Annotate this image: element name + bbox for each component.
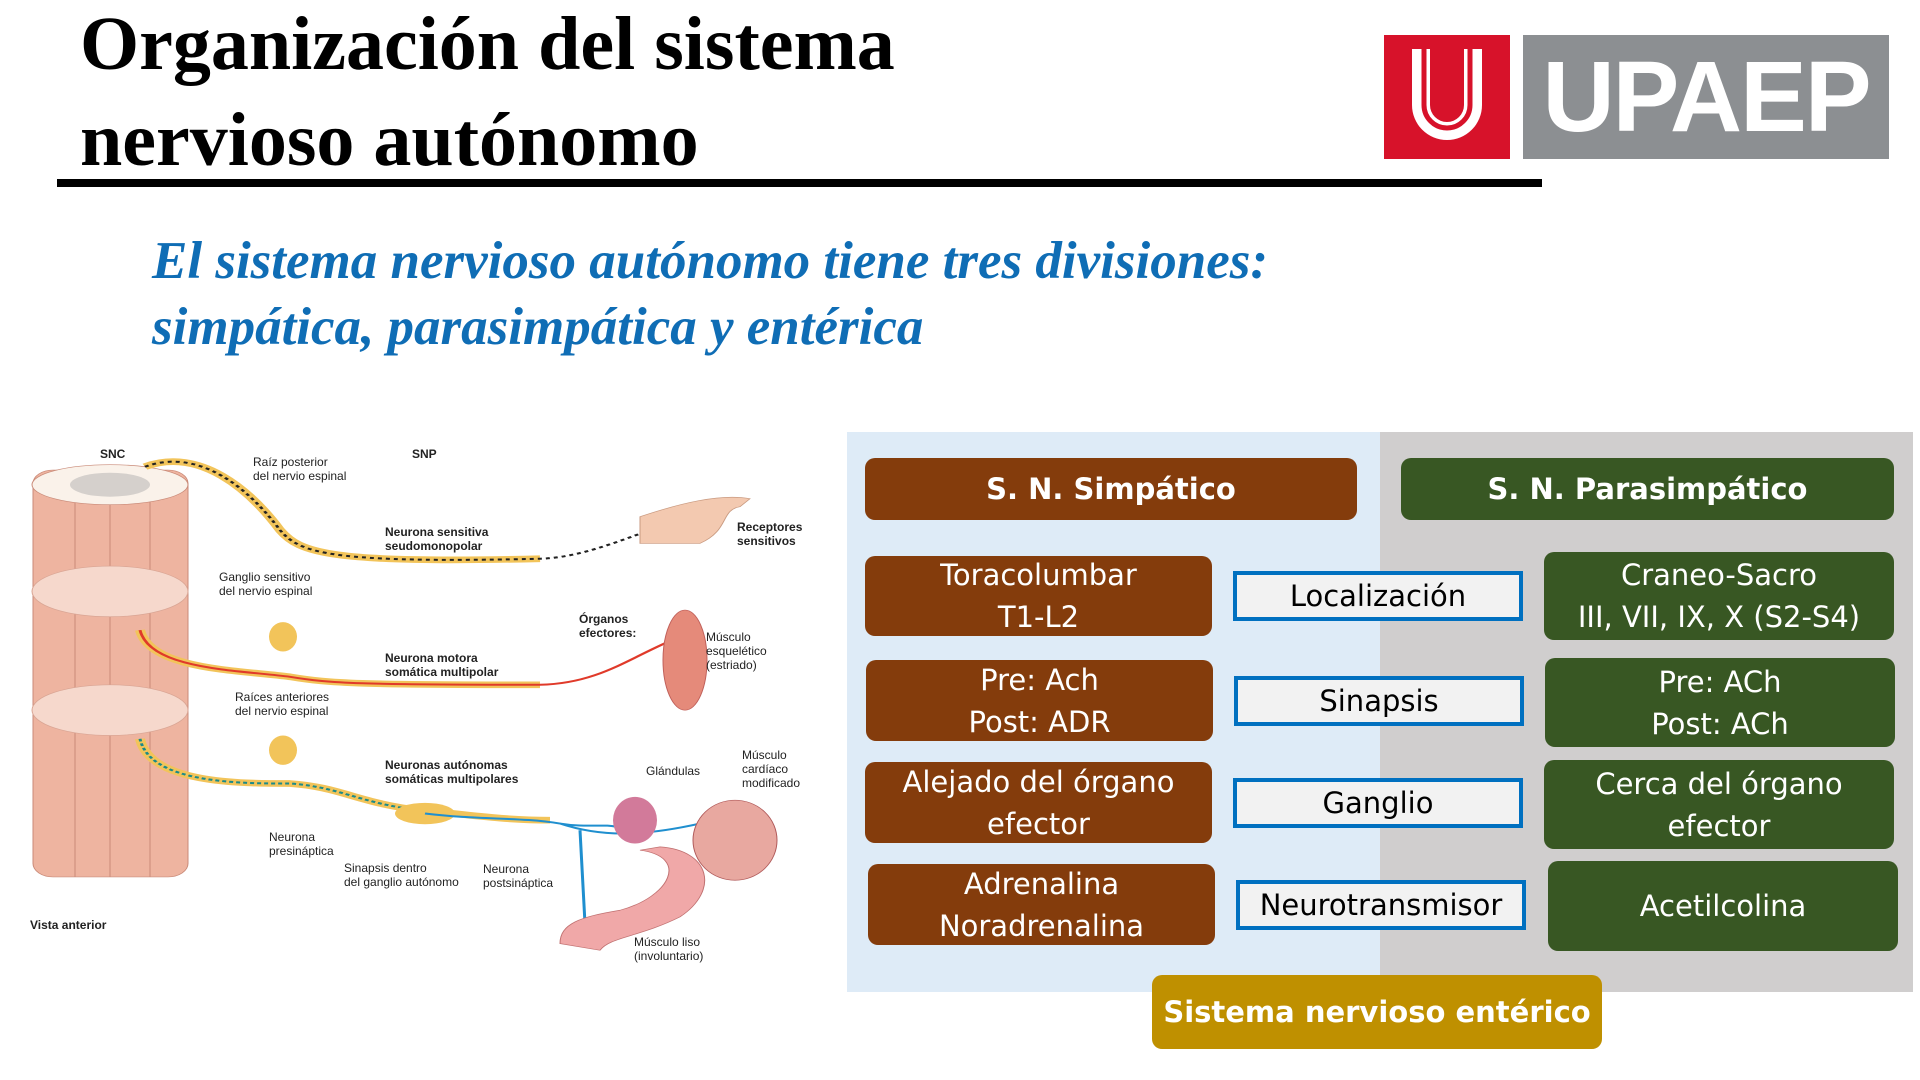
label-sinapsis-1: Sinapsis dentro	[344, 861, 427, 875]
label-neurona-motora-2: somática multipolar	[385, 665, 499, 679]
intestine-image	[559, 846, 706, 951]
label-neurona-motora-1: Neurona motora	[385, 651, 478, 665]
label-musculo-liso-2: (involuntario)	[634, 949, 703, 963]
spinal-cord-image	[31, 464, 189, 878]
slide-title: Organización del sistema nervioso autóno…	[80, 0, 895, 188]
simpatico-localizacion: Toracolumbar T1-L2	[865, 556, 1212, 636]
label-raiz-posterior-2: del nervio espinal	[253, 469, 346, 483]
label-postsinaptica-2: postsináptica	[483, 876, 553, 890]
criterio-ganglio: Ganglio	[1233, 778, 1523, 828]
simpatico-sinapsis: Pre: Ach Post: ADR	[866, 660, 1213, 741]
enterico-box: Sistema nervioso entérico	[1152, 975, 1602, 1049]
label-receptores-2: sensitivos	[737, 534, 796, 548]
title-line-2: nervioso autónomo	[80, 98, 699, 182]
header-simpatico: S. N. Simpático	[865, 458, 1357, 520]
label-raices-anteriores-1: Raíces anteriores	[235, 690, 329, 704]
illustration-labels: SNC SNP Raíz posterior del nervio espina…	[30, 447, 803, 963]
label-musculo-esq-1: Músculo	[706, 630, 751, 644]
label-musculo-card-2: cardíaco	[742, 762, 788, 776]
label-sinapsis-2: del ganglio autónomo	[344, 875, 459, 889]
gland-image	[613, 796, 657, 844]
subtitle: El sistema nervioso autónomo tiene tres …	[152, 228, 1268, 360]
criterio-neurotransmisor: Neurotransmisor	[1236, 880, 1526, 930]
hand-image	[639, 496, 751, 544]
label-ganglio-sensitivo-2: del nervio espinal	[219, 584, 312, 598]
motor-nerve	[138, 629, 681, 686]
label-snp: SNP	[412, 447, 437, 461]
criterio-localizacion: Localización	[1233, 571, 1523, 621]
label-musculo-esq-2: esquelético	[706, 644, 767, 658]
title-line-1: Organización del sistema	[80, 2, 895, 86]
label-neuronas-autonomas-1: Neuronas autónomas	[385, 758, 508, 772]
illustration-drawing	[31, 458, 778, 951]
label-neuronas-autonomas-2: somáticas multipolares	[385, 772, 519, 786]
skeletal-muscle-image	[662, 609, 708, 711]
label-neurona-sensitiva-2: seudomonopolar	[385, 539, 483, 553]
title-underline	[57, 179, 1542, 187]
label-raices-anteriores-2: del nervio espinal	[235, 704, 328, 718]
label-neurona-sensitiva-1: Neurona sensitiva	[385, 525, 489, 539]
label-organos-1: Órganos	[579, 611, 629, 626]
heart-image	[692, 799, 778, 881]
criterio-sinapsis: Sinapsis	[1234, 676, 1524, 726]
label-vista-anterior: Vista anterior	[30, 918, 107, 932]
label-musculo-card-3: modificado	[742, 776, 800, 790]
simpatico-neurotransmisor: Adrenalina Noradrenalina	[868, 864, 1215, 945]
simpatico-ganglio: Alejado del órgano efector	[865, 762, 1212, 843]
subtitle-line-2: simpática, parasimpática y entérica	[152, 298, 924, 356]
parasimpatico-sinapsis: Pre: ACh Post: ACh	[1545, 658, 1895, 747]
label-glandulas: Glándulas	[646, 764, 700, 778]
label-receptores-1: Receptores	[737, 520, 803, 534]
label-organos-2: efectores:	[579, 626, 636, 640]
label-presinaptica-2: presináptica	[269, 844, 334, 858]
header-parasimpatico: S. N. Parasimpático	[1401, 458, 1894, 520]
label-musculo-liso-1: Músculo liso	[634, 935, 700, 949]
nervous-system-illustration: SNC SNP Raíz posterior del nervio espina…	[30, 447, 803, 963]
label-musculo-esq-3: (estriado)	[706, 658, 757, 672]
parasimpatico-ganglio: Cerca del órgano efector	[1544, 760, 1894, 849]
upaep-logo-text: UPAEP	[1523, 35, 1889, 159]
parasimpatico-neurotransmisor: Acetilcolina	[1548, 861, 1898, 951]
u-logo-icon	[1412, 49, 1482, 140]
label-snc: SNC	[100, 447, 126, 461]
label-raiz-posterior-1: Raíz posterior	[253, 455, 328, 469]
subtitle-line-1: El sistema nervioso autónomo tiene tres …	[152, 232, 1269, 290]
label-postsinaptica-1: Neurona	[483, 862, 529, 876]
parasimpatico-localizacion: Craneo-Sacro III, VII, IX, X (S2-S4)	[1544, 552, 1894, 640]
label-presinaptica-1: Neurona	[269, 830, 315, 844]
label-musculo-card-1: Músculo	[742, 748, 787, 762]
label-ganglio-sensitivo-1: Ganglio sensitivo	[219, 570, 311, 584]
upaep-logo-mark	[1384, 35, 1510, 159]
